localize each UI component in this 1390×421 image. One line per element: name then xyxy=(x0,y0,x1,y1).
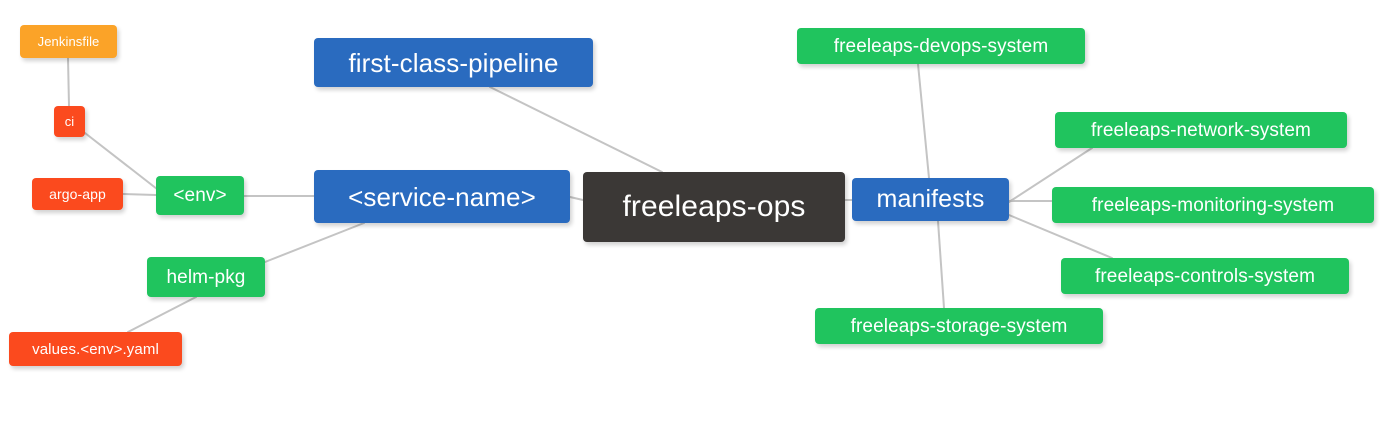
edge-manifests-to-freeleaps-devops-system xyxy=(917,63,930,179)
node-argo-app[interactable]: argo-app xyxy=(32,178,123,210)
node-freeleaps-ops[interactable]: freeleaps-ops xyxy=(583,172,845,242)
node-freeleaps-controls-system[interactable]: freeleaps-controls-system xyxy=(1061,258,1349,294)
node-freeleaps-devops-system[interactable]: freeleaps-devops-system xyxy=(797,28,1085,64)
edge-manifests-to-freeleaps-storage-system xyxy=(937,220,945,309)
node-freeleaps-network-system[interactable]: freeleaps-network-system xyxy=(1055,112,1347,148)
node-freeleaps-storage-system[interactable]: freeleaps-storage-system xyxy=(815,308,1103,344)
edge-helm-pkg-to-values-env-yaml xyxy=(127,296,197,333)
edge-jenkinsfile-to-ci xyxy=(67,57,70,107)
node-freeleaps-monitoring-system[interactable]: freeleaps-monitoring-system xyxy=(1052,187,1374,223)
edge-argo-app-to-env xyxy=(122,193,157,196)
edge-service-name-to-freeleaps-ops xyxy=(569,196,584,201)
edge-service-name-to-helm-pkg xyxy=(264,222,365,263)
node-env[interactable]: <env> xyxy=(156,176,244,215)
node-service-name[interactable]: <service-name> xyxy=(314,170,570,223)
node-first-class-pipeline[interactable]: first-class-pipeline xyxy=(314,38,593,87)
node-ci[interactable]: ci xyxy=(54,106,85,137)
node-jenkinsfile[interactable]: Jenkinsfile xyxy=(20,25,117,58)
node-manifests[interactable]: manifests xyxy=(852,178,1009,221)
node-values-env-yaml[interactable]: values.<env>.yaml xyxy=(9,332,182,366)
edge-first-class-pipeline-to-freeleaps-ops xyxy=(489,86,663,173)
node-helm-pkg[interactable]: helm-pkg xyxy=(147,257,265,297)
